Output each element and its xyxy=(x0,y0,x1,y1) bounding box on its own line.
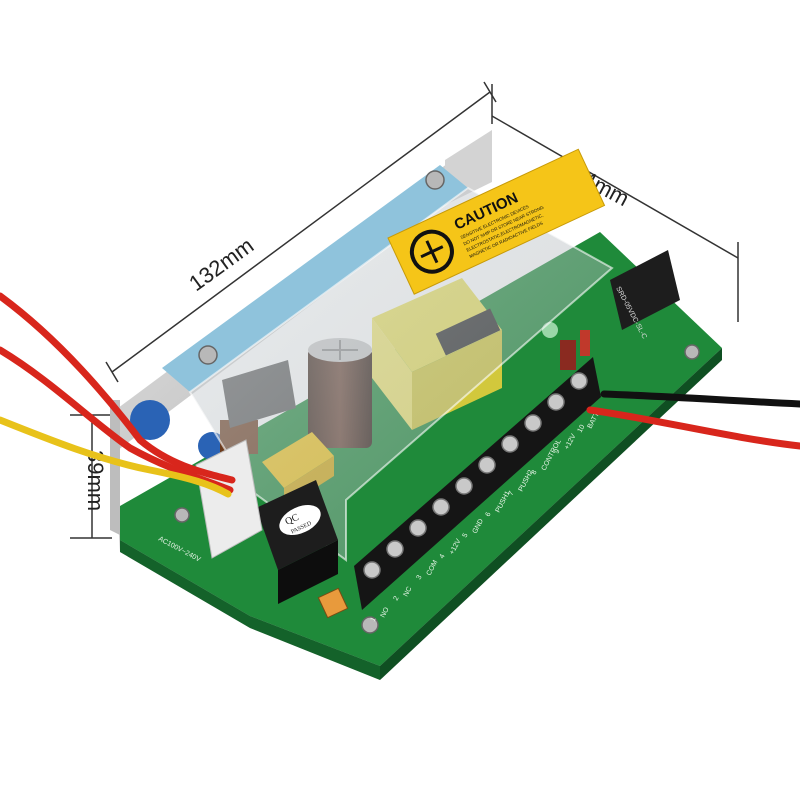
terminal-number: 7 xyxy=(508,490,516,497)
potentiometer xyxy=(317,587,349,619)
terminal-number: 1 xyxy=(370,616,378,623)
white-input-connector xyxy=(195,439,263,559)
terminal-screw-icon xyxy=(409,519,427,537)
terminal-screw-icon xyxy=(524,414,542,432)
terminal-label: NC xyxy=(403,586,414,598)
terminal-number: 6 xyxy=(485,511,493,518)
qc-passed-sticker xyxy=(279,504,321,536)
screw-icon xyxy=(174,507,190,523)
terminal-number: 9 xyxy=(554,448,562,455)
length-label: 132mm xyxy=(184,233,258,296)
terminal-screw-icon xyxy=(363,561,381,579)
terminal-label: NO xyxy=(380,606,391,619)
red-output-wire xyxy=(586,406,800,450)
screw-icon xyxy=(425,170,445,190)
terminal-number: 10 xyxy=(577,424,587,434)
terminal-block: NO1NC2COM3+12V4GND5PUSH16PUSH27CONTROL8+… xyxy=(354,357,601,623)
wires xyxy=(0,292,800,498)
black-wire xyxy=(600,390,800,408)
width-dimension-line xyxy=(491,115,739,259)
terminal-screw-icon xyxy=(547,393,565,411)
length-dimension-line xyxy=(111,91,491,373)
screw-icon xyxy=(198,345,218,365)
dimension-lines xyxy=(70,81,739,539)
screws xyxy=(174,170,700,634)
terminal-number: 2 xyxy=(393,595,401,602)
red-wire xyxy=(0,292,236,484)
terminal-number: 3 xyxy=(416,574,424,581)
qc-mark: QC xyxy=(284,512,302,528)
blue-insulation-strip xyxy=(162,165,468,392)
terminal-screw-icon xyxy=(455,477,473,495)
screw-icon xyxy=(684,344,700,360)
terminal-screw-icon xyxy=(501,435,519,453)
screw-icon xyxy=(361,616,379,634)
blue-capacitor xyxy=(130,400,170,440)
terminal-number: 8 xyxy=(531,469,539,476)
left-relay: QC PASSED xyxy=(256,480,338,604)
terminal-number: 4 xyxy=(439,553,447,560)
terminal-screw-icon xyxy=(570,372,588,390)
terminal-screw-icon xyxy=(386,540,404,558)
yellow-wire xyxy=(0,416,232,498)
terminal-screw-icon xyxy=(432,498,450,516)
caution-label: CAUTION SENSITIVE ELECTRONIC DEVICES DO … xyxy=(387,148,606,295)
esd-warning-icon xyxy=(409,229,454,274)
terminal-screw-icon xyxy=(478,456,496,474)
terminal-number: 5 xyxy=(462,532,470,539)
